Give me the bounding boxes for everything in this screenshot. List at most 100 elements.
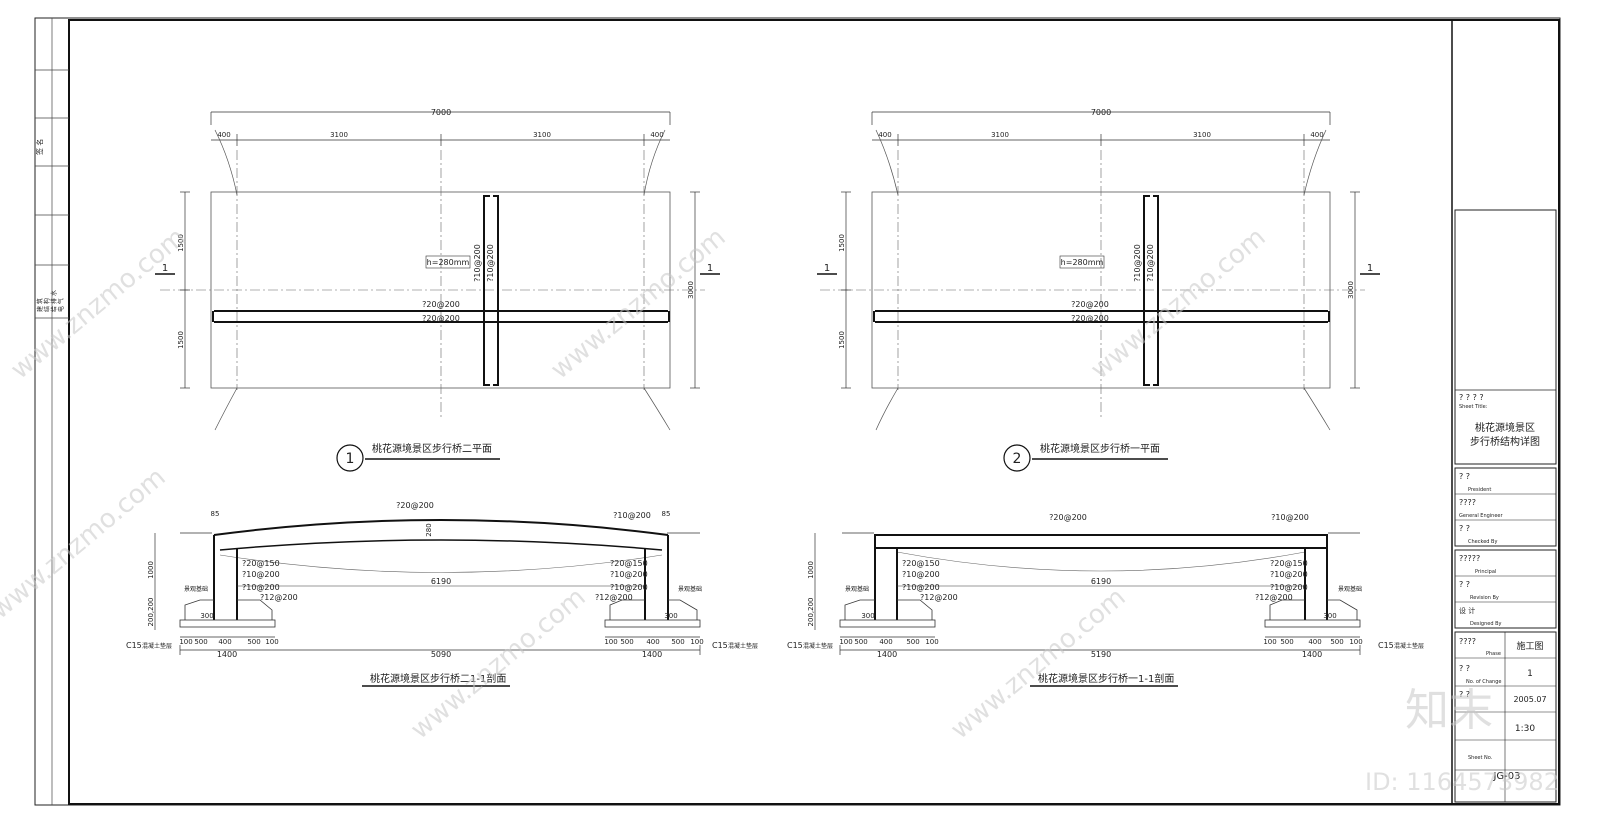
sec2-ftotal-left: 1400 [877,650,897,659]
sec1-dim-85-right: 85 [662,510,671,518]
sec2-title: 桃花源境景区步行桥一1-1剖面 [1038,672,1174,685]
sec1-bar-b-left: ?10@200 [242,570,280,579]
plan1-rebar-bottom: ?20@200 [422,314,460,323]
plan2-seg-dim-4: 400 [1310,131,1323,139]
tb-chief: General Engineer [1459,513,1504,519]
plan2-title: 桃花源境景区步行桥一平面 [1040,442,1160,455]
sec1-bar-b-right: ?10@200 [610,570,648,579]
sec1-bar-c-right: ?10@200 [610,583,648,592]
sec1-fdim-10: 100 [690,638,703,646]
plan1-rebar-top: ?20@200 [422,300,460,309]
tb-revision-q: ? ? [1459,580,1470,589]
tb-sheetno: Sheet No. [1468,755,1493,761]
sec1-label-right: 景观基础 [678,585,702,593]
plan2-total-width: 3000 [1347,281,1355,299]
plan2-seg-dim-2: 3100 [991,131,1009,139]
strip-struct: 结 构 [43,298,51,312]
sec1-fdim-2: 500 [194,638,207,646]
watermark-site-1: www.znzmo.com [5,222,191,385]
tb-chief-q: ???? [1459,498,1476,507]
sec1-label-left: 景观基础 [184,585,208,593]
strip-water: 给 排 水 [50,290,58,312]
tb-president-q: ? ? [1459,472,1470,481]
plan2-rebar-v2: ?10@200 [1146,244,1155,282]
plan2-seg-dim-3: 3100 [1193,131,1211,139]
sec2-fdim-5: 100 [925,638,938,646]
watermark-site-5: www.znzmo.com [405,582,591,745]
sec1-dim-200: 200,200 [147,598,155,627]
tb-president: President [1468,487,1491,493]
sec2-fdim-1: 100 [839,638,852,646]
sec1-bar-a-right: ?20@150 [610,559,648,568]
sec2-dim-300-left: 300 [861,612,874,620]
sec2-label-right: 景观基础 [1338,585,1362,593]
sec2-dim-6190: 6190 [1091,577,1111,586]
sec1-c15-left: C15 [126,641,142,650]
tb-change-q: ? ? [1459,664,1470,673]
sec2-bar-b-right: ?10@200 [1270,570,1308,579]
tb-design-cn: 设 计 [1459,606,1475,615]
tb-revision: Revision By [1470,595,1499,601]
plan1-total-width: 3000 [687,281,695,299]
plan2-h-note: h=280mm [1061,258,1104,267]
sec1-fdim-3: 400 [218,638,231,646]
section2 [814,532,1361,687]
tb-designed: Designed By [1470,621,1502,627]
sec2-bar-a-right: ?20@150 [1270,559,1308,568]
sec2-fdim-4: 500 [906,638,919,646]
sec1-ftotal-left: 1400 [217,650,237,659]
plan1-section-mark-right: 1 [707,263,713,274]
plan2-overall-dim: 7000 [1091,108,1111,117]
outer-frame [34,17,1561,806]
left-strip [35,18,69,805]
watermark-id: ID: 1164573982 [1365,768,1559,796]
tb-checked-q: ? ? [1459,524,1470,533]
plan1-seg-dim-2: 3100 [330,131,348,139]
sec2-fdim-6: 100 [1263,638,1276,646]
sec1-dim-5090: 5090 [431,650,451,659]
tb-checked: Checked By [1468,539,1497,545]
sec2-bar-d-right: ?12@200 [1255,593,1293,602]
tb-phase-q: ???? [1459,637,1476,646]
strip-arch: 建 筑 [36,298,44,312]
tb-change: No. of Change [1466,679,1501,685]
plan2-width-dim-2: 1500 [838,331,846,349]
strip-sign: 签 名 [35,139,44,155]
sec1-bar-d-right: ?12@200 [595,593,633,602]
tb-sheet-title-1: 桃花源境景区 [1475,421,1535,434]
tb-principal-q: ????? [1459,554,1480,563]
plan2-width-dim-1: 1500 [838,234,846,252]
watermark-site-2: www.znzmo.com [545,222,731,385]
sec1-title: 桃花源境景区步行桥二1-1剖面 [370,672,506,685]
sec2-bar-b-left: ?10@200 [902,570,940,579]
sec2-dim-300-right: 300 [1323,612,1336,620]
sec2-bar-c-right: ?10@200 [1270,583,1308,592]
plan2-rebar-bottom: ?20@200 [1071,314,1109,323]
plan1 [155,111,720,472]
sec1-fdim-5: 100 [265,638,278,646]
sec2-c15-left: C15 [787,641,803,650]
plan2 [817,111,1380,472]
sec1-fdim-8: 400 [646,638,659,646]
plan2-marker: 2 [1013,451,1022,467]
sec2-bar-d-left: ?12@200 [920,593,958,602]
plan2-seg-dim-1: 400 [878,131,891,139]
plan1-section-mark-left: 1 [162,263,168,274]
sec2-fdim-10: 100 [1349,638,1362,646]
plan1-width-dim-1: 1500 [177,234,185,252]
sec1-bar-d-left: ?12@200 [260,593,298,602]
tb-sheet-title-q: ? ? ? ? [1459,393,1484,402]
plan1-width-dim-2: 1500 [177,331,185,349]
sec1-dim-300-left: 300 [200,612,213,620]
plan1-rebar-v1: ?10@200 [473,244,482,282]
tb-principal: Principal [1475,569,1496,575]
sec1-fdim-9: 500 [671,638,684,646]
plan1-seg-dim-3: 3100 [533,131,551,139]
plan1-seg-dim-1: 400 [217,131,230,139]
sec2-dim-1000: 1000 [807,561,815,579]
sec1-c15-right: C15 [712,641,728,650]
tb-phase: Phase [1486,651,1501,657]
sec2-c15-note-left: 混凝土垫层 [803,642,833,650]
watermark-logo: 知末 [1405,685,1493,736]
